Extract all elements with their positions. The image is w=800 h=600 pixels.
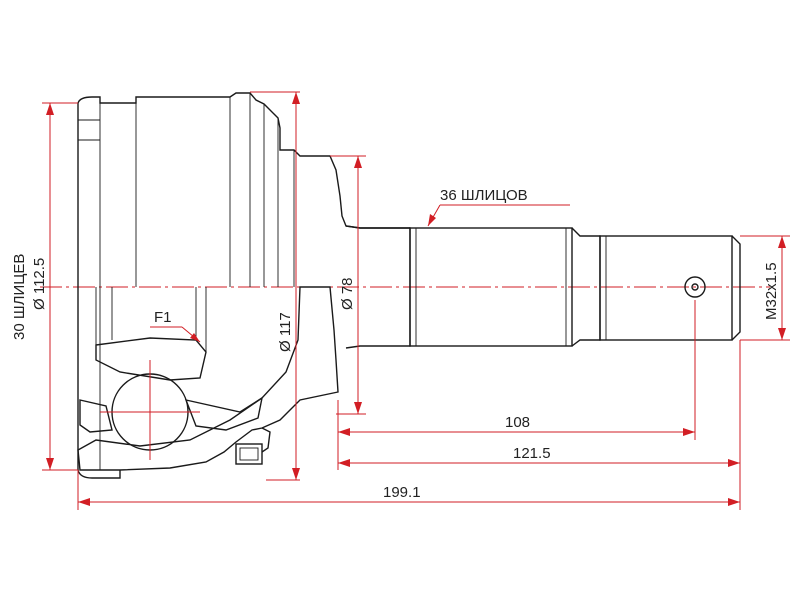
dim-78: [330, 155, 366, 415]
outer-housing: [77, 92, 410, 470]
dim-117: [250, 91, 300, 481]
label-108: 108: [505, 414, 530, 431]
label-36-splines: 36 ШЛИЦОВ: [440, 187, 528, 204]
seal-ring: [235, 443, 263, 465]
label-121: 121.5: [513, 445, 551, 462]
leader-f1: [150, 326, 201, 343]
leader-36: [427, 204, 570, 227]
spline-section: [409, 227, 573, 347]
label-thread: M32x1.5: [763, 262, 780, 320]
dim-m32: [740, 235, 790, 341]
dim-121: [338, 340, 741, 470]
label-199: 199.1: [383, 484, 421, 501]
label-dia-117: Ø 117: [277, 312, 294, 352]
dim-108: [337, 300, 696, 470]
thread-section: [599, 235, 733, 341]
dim-112: [42, 102, 78, 471]
label-f1: F1: [154, 309, 172, 326]
housing-section: [77, 286, 339, 479]
label-dia-78: Ø 78: [339, 277, 356, 310]
label-dia-112: Ø 112.5: [31, 258, 48, 310]
cotter-hole: [684, 276, 706, 298]
inner-race: [79, 287, 264, 433]
dim-199: [77, 470, 741, 510]
label-30-splines: 30 ШЛИЦЕВ: [11, 254, 28, 340]
